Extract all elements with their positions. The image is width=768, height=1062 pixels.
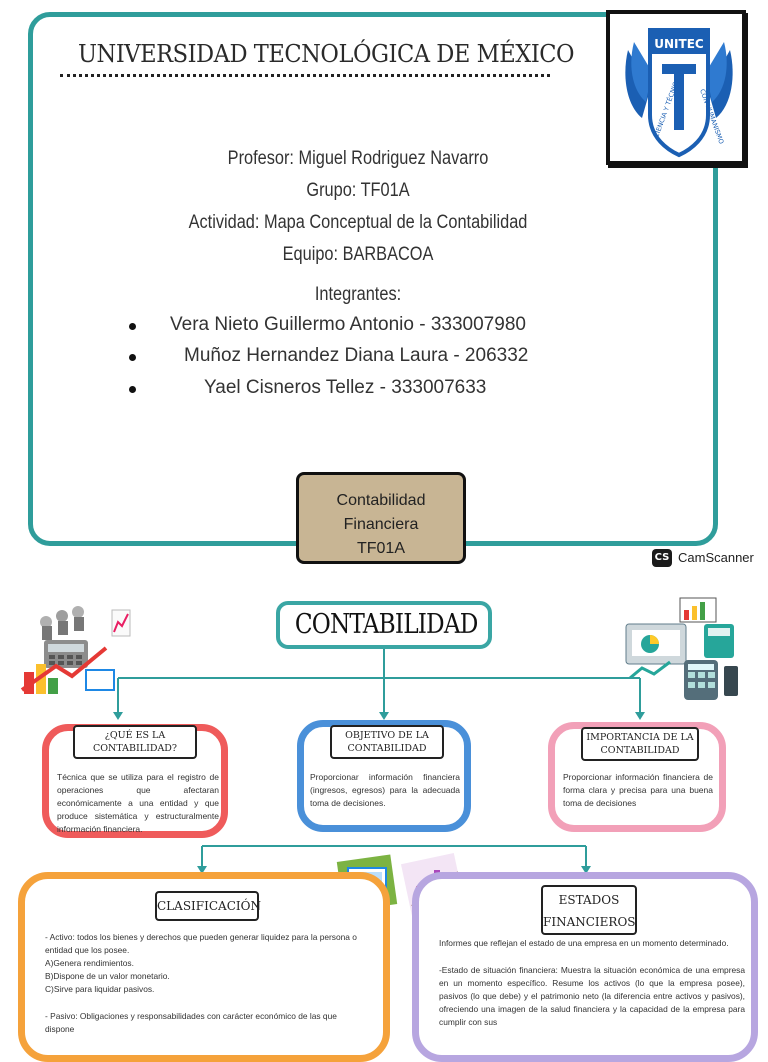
camscanner-label: CamScanner bbox=[678, 550, 754, 565]
professor-line: Profesor: Miguel Rodriguez Navarro bbox=[227, 148, 489, 169]
map-title-box: CONTABILIDAD bbox=[276, 601, 492, 649]
classification-line: - Activo: todos los bienes y derechos qu… bbox=[45, 932, 357, 955]
classification-line: B)Dispone de un valor monetario. bbox=[45, 971, 170, 981]
card-objective: OBJETIVO DE LA CONTABILIDAD Proporcionar… bbox=[297, 720, 471, 832]
classification-line: A)Genera rendimientos. bbox=[45, 958, 134, 968]
course-name: Contabilidad Financiera bbox=[336, 492, 426, 533]
members-heading: Integrantes: bbox=[314, 284, 402, 305]
member-item: Muñoz Hernandez Diana Laura - 206332 bbox=[184, 345, 529, 366]
team-line: Equipo: BARBACOA bbox=[282, 244, 434, 265]
member-item: Yael Cisneros Tellez - 333007633 bbox=[204, 377, 487, 398]
classification-line: C)Sirve para liquidar pasivos. bbox=[45, 984, 155, 994]
finance-clipart-icon bbox=[625, 597, 738, 700]
classification-text: - Activo: todos los bienes y derechos qu… bbox=[45, 931, 367, 1036]
statements-title-line1: ESTADOS bbox=[558, 893, 620, 907]
card-statements: ESTADOS FINANCIEROS Informes que refleja… bbox=[412, 872, 758, 1062]
course-label: Contabilidad Financiera TF01A bbox=[296, 472, 466, 564]
statements-line: -Estado de situación financiera: Muestra… bbox=[439, 965, 745, 1027]
card-objective-title: OBJETIVO DE LA CONTABILIDAD bbox=[330, 725, 444, 759]
classification-line: - Pasivo: Obligaciones y responsabilidad… bbox=[45, 1011, 337, 1034]
statements-line: Informes que reflejan el estado de una e… bbox=[439, 938, 729, 948]
university-title: UNIVERSIDAD TECNOLÓGICA DE MÉXICO bbox=[78, 40, 575, 68]
course-group: TF01A bbox=[356, 540, 405, 557]
card-what-is-title: ¿QUÉ ES LA CONTABILIDAD? bbox=[73, 725, 197, 759]
statements-title: ESTADOS FINANCIEROS bbox=[541, 885, 637, 935]
member-item: Vera Nieto Guillermo Antonio - 333007980 bbox=[170, 314, 526, 335]
map-connectors bbox=[113, 649, 645, 874]
unitec-logo-icon: UNITEC CIENCIA Y TÉCNICA CON HUMANISMO bbox=[625, 28, 733, 158]
group-line: Grupo: TF01A bbox=[306, 180, 410, 201]
unitec-logo: UNITEC CIENCIA Y TÉCNICA CON HUMANISMO bbox=[606, 10, 746, 165]
card-what-is: ¿QUÉ ES LA CONTABILIDAD? Técnica que se … bbox=[42, 724, 228, 838]
card-objective-text: Proporcionar información financiera (ing… bbox=[310, 772, 460, 808]
bullet-icon bbox=[129, 354, 136, 361]
map-title: CONTABILIDAD bbox=[294, 609, 478, 640]
card-what-is-text: Técnica que se utiliza para el registro … bbox=[57, 772, 219, 834]
title-underline bbox=[60, 74, 550, 77]
accounting-clipart-icon bbox=[20, 606, 131, 694]
camscanner-icon: CS bbox=[652, 549, 672, 567]
card-importance-text: Proporcionar información financiera de f… bbox=[563, 772, 713, 808]
statements-text: Informes que reflejan el estado de una e… bbox=[439, 937, 745, 1029]
bullet-icon bbox=[129, 323, 136, 330]
bullet-icon bbox=[129, 386, 136, 393]
activity-line: Actividad: Mapa Conceptual de la Contabi… bbox=[188, 212, 528, 233]
statements-title-line2: FINANCIEROS bbox=[543, 915, 636, 929]
classification-title: CLASIFICACIÓN bbox=[155, 891, 261, 921]
card-importance: IMPORTANCIA DE LA CONTABILIDAD Proporcio… bbox=[548, 722, 726, 832]
card-classification: CLASIFICACIÓN - Activo: todos los bienes… bbox=[18, 872, 390, 1062]
card-importance-title: IMPORTANCIA DE LA CONTABILIDAD bbox=[581, 727, 699, 761]
svg-text:UNITEC: UNITEC bbox=[654, 37, 704, 51]
